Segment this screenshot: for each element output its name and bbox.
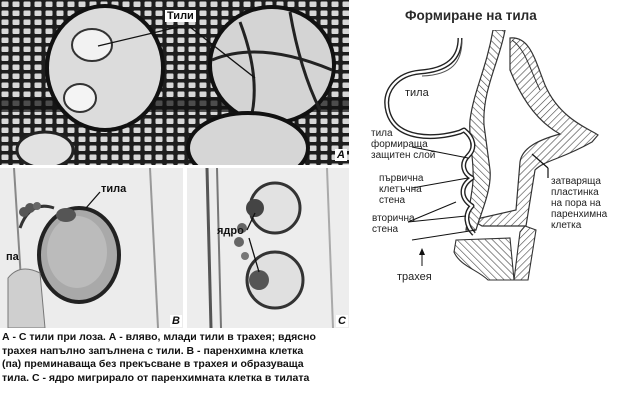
caption-line: А - С тили при лоза. А - вляво, млади ти… [2,331,316,343]
tylosis-formation-diagram [384,30,599,281]
caption-line: (па) преминаваща без прекъсване в трахея… [2,358,304,370]
figure-caption: А - С тили при лоза. А - вляво, млади ти… [2,331,364,385]
photo-panel-b: тила па B [0,168,183,328]
caption-line: трахея напълно запълнена с тили. В - пар… [2,344,304,357]
vessel-secondary-wall [465,30,506,231]
diagram-title: Формиране на тила [405,8,537,23]
secondary-wall-label: вторична стена [372,213,415,235]
panel-b-letter: B [170,315,182,327]
caption-line: тила. С - ядро мигрирало от паренхимната… [2,371,310,384]
pit-membrane-label: затваряща пластинка на пора на паренхимн… [551,176,608,231]
primary-wall-label: първична клетъчна стена [379,173,424,206]
pa-label: па [6,251,19,263]
tyloses-label: Тили [165,10,196,22]
protective-layer-label: тила формираща защитен слой [371,128,436,161]
tylosis-label: тила [405,87,429,99]
vessel-label: трахея [397,271,432,283]
photo-b-micrograph [0,168,183,328]
panel-c-letter: C [336,315,348,327]
panel-a-letter: A [335,149,347,161]
photo-panel-c: ядро C [187,168,349,328]
parenchyma-cell-wall [470,37,599,227]
tylosis-label-b: тила [101,183,127,195]
photo-a-micrograph [0,0,349,165]
photo-c-micrograph [187,168,349,328]
photo-panel-a: Тили A [0,0,349,165]
nucleus-label: ядро [217,225,244,237]
